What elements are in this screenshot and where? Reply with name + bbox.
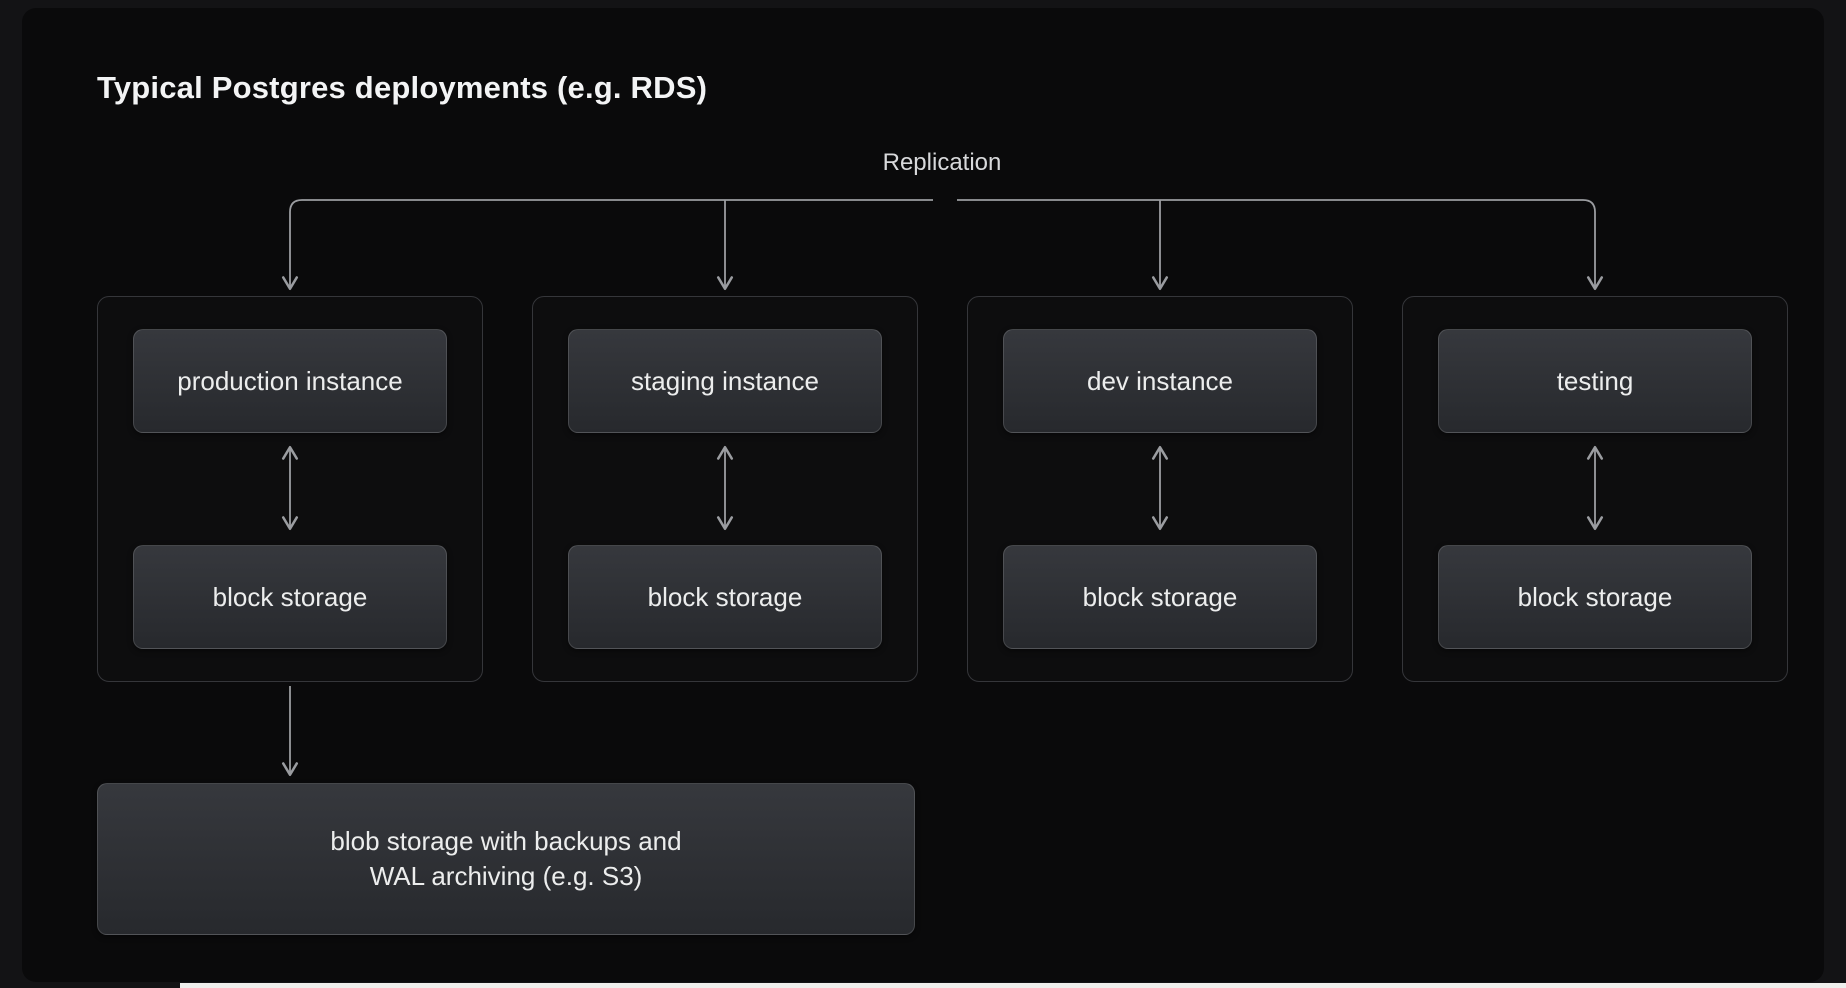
replication-label: Replication — [882, 149, 1002, 176]
group-dev: dev instance block storage — [967, 296, 1353, 682]
diagram-title: Typical Postgres deployments (e.g. RDS) — [97, 70, 708, 105]
node-staging-block-storage: block storage — [568, 545, 882, 649]
replication-connector-left — [281, 199, 933, 291]
group-production: production instance block storage — [97, 296, 483, 682]
page-bottom-edge — [180, 983, 1846, 988]
node-dev-instance: dev instance — [1003, 329, 1317, 433]
blob-storage-label-line2: WAL archiving (e.g. S3) — [369, 861, 643, 891]
blob-storage-label-line1: blob storage with backups and — [330, 825, 682, 856]
node-production-block-storage: block storage — [133, 545, 447, 649]
replication-connector-right — [957, 199, 1604, 291]
node-staging-instance: staging instance — [568, 329, 882, 433]
node-testing-instance: testing — [1438, 329, 1752, 433]
group-testing: testing block storage — [1402, 296, 1788, 682]
node-production-instance: production instance — [133, 329, 447, 433]
node-blob-storage: blob storage with backups and WAL archiv… — [97, 783, 915, 935]
node-dev-block-storage: block storage — [1003, 545, 1317, 649]
node-testing-block-storage: block storage — [1438, 545, 1752, 649]
group-staging: staging instance block storage — [532, 296, 918, 682]
diagram-canvas: Typical Postgres deployments (e.g. RDS) … — [22, 8, 1824, 982]
